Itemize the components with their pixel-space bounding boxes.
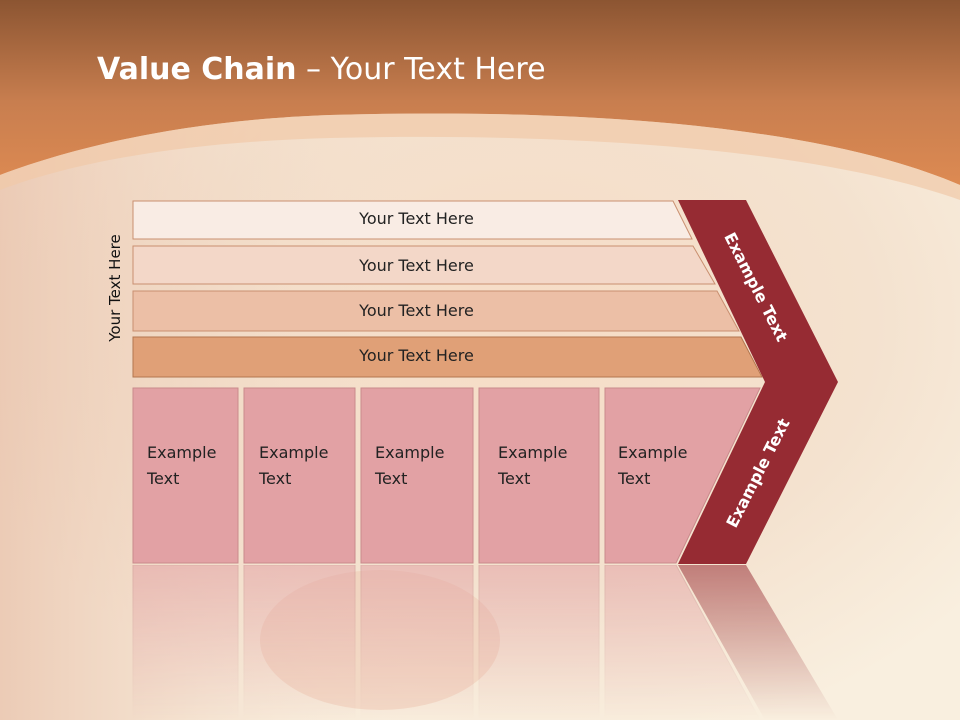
column-label-2-line2: Text — [259, 469, 292, 488]
column-label-1-line2: Text — [147, 469, 180, 488]
row-label-1: Your Text Here — [359, 209, 474, 228]
row-label-3: Your Text Here — [359, 301, 474, 320]
column-label-2-line1: Example — [259, 443, 329, 462]
chevron-arrow — [678, 200, 838, 564]
row-shape-3 — [132, 290, 740, 332]
column-shape-3 — [360, 387, 474, 564]
title-rest: – Your Text Here — [296, 52, 546, 87]
column-label-4: Example Text — [498, 440, 567, 492]
column-label-4-line1: Example — [498, 443, 568, 462]
title-bold: Value Chain — [97, 52, 297, 87]
row-shape-4 — [132, 336, 763, 378]
column-shape-5 — [604, 387, 761, 564]
row-label-2: Your Text Here — [359, 256, 474, 275]
row-label-4: Your Text Here — [359, 346, 474, 365]
column-label-1: Example Text — [147, 440, 216, 492]
column-label-2: Example Text — [259, 440, 328, 492]
column-shape-4 — [478, 387, 600, 564]
column-label-3-line1: Example — [375, 443, 445, 462]
column-label-3: Example Text — [375, 440, 444, 492]
column-label-3-line2: Text — [375, 469, 408, 488]
row-shape-2 — [132, 245, 716, 285]
reflection-shapes — [132, 565, 838, 720]
diagram-reflection — [0, 565, 960, 720]
column-shape-2 — [243, 387, 356, 564]
column-label-5: Example Text — [618, 440, 687, 492]
column-shape-1 — [132, 387, 239, 564]
column-label-5-line1: Example — [618, 443, 688, 462]
column-label-5-line2: Text — [618, 469, 651, 488]
column-label-4-line2: Text — [498, 469, 531, 488]
slide-title: Value Chain – Your Text Here — [97, 52, 546, 87]
column-label-1-line1: Example — [147, 443, 217, 462]
row-shape-1 — [132, 200, 693, 240]
